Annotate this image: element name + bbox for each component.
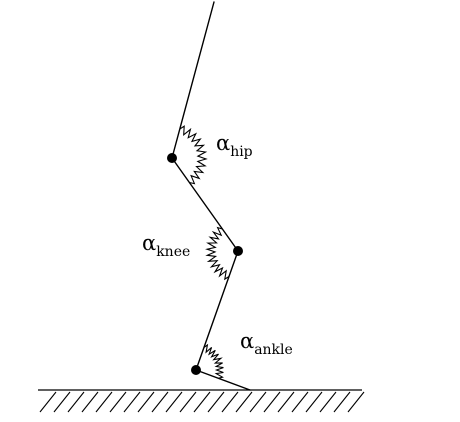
hip-joint-dot [167,153,177,163]
knee-spring [205,226,230,281]
knee-angle-symbol: α [142,231,156,255]
ground-hatch-line [333,391,351,413]
hip-angle-symbol: α [216,131,230,155]
hip-angle-subscript: hip [230,144,252,160]
ground-hatch-line [193,391,211,413]
shank-segment [195,250,239,371]
ground-hatch-line [235,391,253,413]
thigh-segment [171,157,239,252]
ground-hatch-line [207,391,225,413]
ankle-angle-subscript: ankle [254,342,293,358]
ground-hatch-line [291,391,309,413]
ground-hatch-line [123,391,141,413]
ground-hatch-line [165,391,183,413]
ground-hatch-line [81,391,99,413]
ground-hatch-line [39,391,57,413]
ground-hatch-line [277,391,295,413]
ground-hatch-line [319,391,337,413]
knee-joint-dot [233,246,243,256]
hip-angle-label: αhip [216,131,253,160]
ground-hatch-line [95,391,113,413]
knee-angle-subscript: knee [156,244,190,260]
ground-hatch-line [151,391,169,413]
hip-spring [179,125,208,185]
ground-hatch-line [137,391,155,413]
ground-hatch-line [263,391,281,413]
ankle-angle-symbol: α [240,329,254,353]
ground-hatching [39,391,365,413]
ground-hatch-line [305,391,323,413]
ankle-angle-label: αankle [240,329,293,358]
ground-hatch-line [179,391,197,413]
ground-hatch-line [53,391,71,413]
ground-hatch-line [221,391,239,413]
ankle-joint-dot [191,365,201,375]
ground-hatch-line [109,391,127,413]
ground-hatch-line [347,391,365,413]
ankle-spring [203,343,224,379]
trunk-segment [171,1,215,159]
ground-hatch-line [249,391,267,413]
foot-segment [195,369,251,391]
ground-hatch-line [67,391,85,413]
knee-angle-label: αknee [142,231,190,260]
